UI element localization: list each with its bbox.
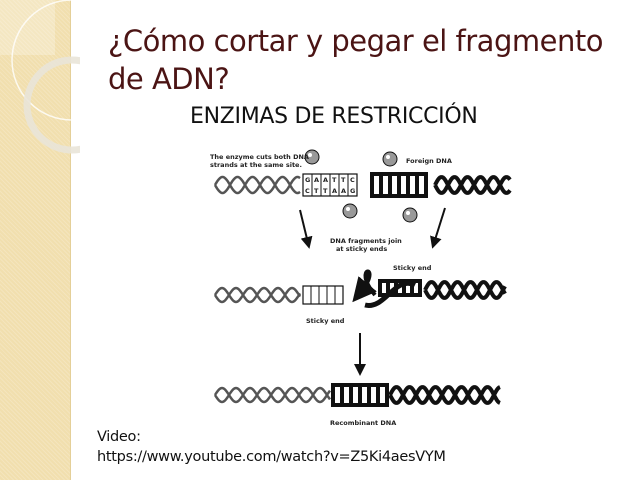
video-reference: Video: https://www.youtube.com/watch?v=Z…: [97, 427, 446, 467]
host-cut-site-base: T: [341, 176, 346, 184]
recombinant-foreign-helix: [388, 385, 501, 405]
title-line-1: ¿Cómo cortar y pegar el fragmento: [108, 24, 603, 58]
label-recombinant-dna: Recombinant DNA: [330, 419, 396, 427]
host-cut-site-base: T: [332, 176, 337, 184]
arrow-left-down: [299, 209, 313, 249]
arrow-right-down: [430, 207, 446, 249]
decorative-circles: [0, 0, 80, 154]
host-cut-site-base: T: [323, 187, 328, 195]
label-cut-line2: strands at the same site.: [210, 161, 302, 169]
host-sticky-end-frame: [302, 285, 344, 305]
host-cut-site-base: C: [305, 187, 310, 195]
title-line-2: de ADN?: [108, 62, 230, 96]
host-cut-site-base: A: [323, 176, 328, 184]
label-cut-line1: The enzyme cuts both DNA: [210, 153, 309, 161]
enzyme-icon-eye: [406, 211, 410, 215]
video-label: Video:: [97, 429, 141, 445]
slide-subtitle: ENZIMAS DE RESTRICCIÓN: [190, 104, 478, 129]
enzyme-icon: [402, 207, 418, 223]
enzyme-icon: [304, 149, 320, 165]
host-cut-site-base: C: [350, 176, 355, 184]
host-cut-site-base: G: [305, 176, 310, 184]
video-link[interactable]: https://www.youtube.com/watch?v=Z5Ki4aes…: [97, 449, 446, 465]
foreign-strand-curve: [364, 280, 417, 308]
label-join-line2: at sticky ends: [336, 245, 387, 253]
foreign-helix-cut: [423, 280, 507, 300]
host-cut-site-base: T: [314, 187, 319, 195]
host-helix: [213, 175, 301, 195]
host-helix-cut: [213, 286, 302, 304]
label-sticky-end-bottom: Sticky end: [306, 317, 345, 325]
enzyme-icon-eye: [308, 153, 312, 157]
label-sticky-end-top: Sticky end: [393, 264, 432, 272]
host-cut-site-base: G: [350, 187, 355, 195]
enzyme-icon-eye: [346, 207, 350, 211]
enzyme-icon: [342, 203, 358, 219]
recombinant-host-helix: [213, 386, 332, 404]
foreign-helix: [433, 175, 512, 195]
enzyme-icon: [382, 151, 398, 167]
arrow-join-curve: [352, 269, 377, 303]
label-join-line1: DNA fragments join: [330, 237, 402, 245]
recombinant-host-helix: [213, 386, 332, 404]
host-cut-site-base: A: [341, 187, 346, 195]
host-cut-site-base: A: [332, 187, 337, 195]
enzyme-icon-eye: [386, 155, 390, 159]
host-cut-site-base: A: [314, 176, 319, 184]
slide-title: ¿Cómo cortar y pegar el fragmento de ADN…: [108, 22, 628, 98]
label-foreign-dna: Foreign DNA: [406, 157, 452, 165]
host-helix: [213, 175, 301, 195]
